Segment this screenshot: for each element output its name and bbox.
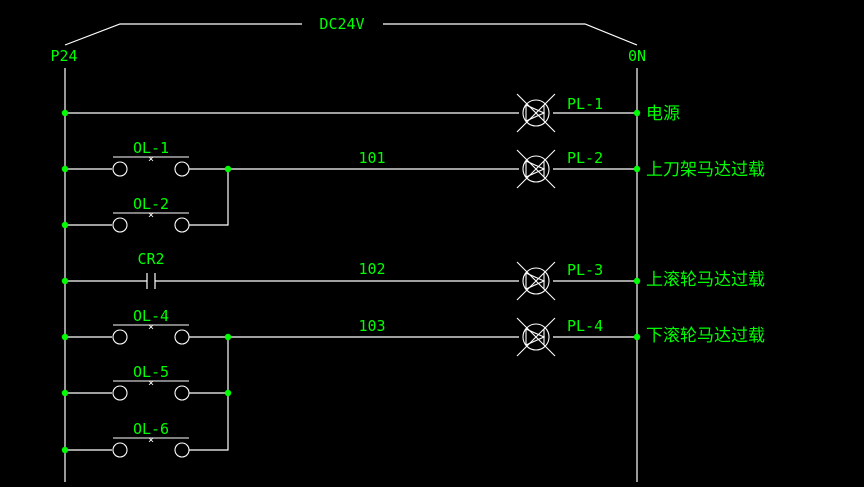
- contact-mark: ×: [148, 210, 154, 221]
- rung-description: 上滚轮马达过载: [646, 270, 765, 290]
- rung-description: 下滚轮马达过载: [646, 326, 765, 346]
- contact-label: OL-2: [133, 195, 169, 213]
- wire-number: 103: [358, 317, 385, 335]
- wire-number: 101: [358, 149, 385, 167]
- contact-label: OL-4: [133, 307, 169, 325]
- contact-label: OL-1: [133, 139, 169, 157]
- contact-ol-5: × OL-5: [112, 363, 190, 401]
- right-rail-label: 0N: [628, 47, 646, 65]
- rung-description: 电源: [646, 104, 680, 124]
- contact-label: OL-6: [133, 420, 169, 438]
- pilot-lamp-icon: [516, 317, 556, 357]
- pilot-lamp-icon: [516, 149, 556, 189]
- lamp-label: PL-4: [567, 317, 603, 335]
- rung-4: × OL-4 103 PL-4 下滚轮马达过载 × OL-5 ×: [65, 307, 765, 458]
- contact-cr2: CR2: [137, 250, 165, 289]
- lamp-label: PL-2: [567, 149, 603, 167]
- supply-title: DC24V: [319, 15, 364, 33]
- rung-1: PL-1 电源: [65, 93, 680, 133]
- contact-label: OL-5: [133, 363, 169, 381]
- junction-nodes: [61, 109, 641, 454]
- rung-description: 上刀架马达过载: [646, 160, 765, 180]
- lamp-label: PL-1: [567, 95, 603, 113]
- contact-label: CR2: [137, 250, 164, 268]
- rung-2: × OL-1 101 PL-2 上刀架马达过载 × OL-2: [65, 139, 765, 233]
- pilot-lamp-icon: [516, 261, 556, 301]
- pilot-lamp-icon: [516, 93, 556, 133]
- contact-ol-1: × OL-1: [112, 139, 190, 177]
- rung-3: CR2 102 PL-3 上滚轮马达过载: [65, 250, 765, 301]
- contact-mark: ×: [148, 154, 154, 165]
- lamp-label: PL-3: [567, 261, 603, 279]
- left-rail-label: P24: [50, 47, 77, 65]
- wire-number: 102: [358, 260, 385, 278]
- contact-mark: ×: [148, 378, 154, 389]
- contact-ol-2: × OL-2: [112, 195, 190, 233]
- supply-bracket: [64, 23, 638, 46]
- contact-mark: ×: [148, 322, 154, 333]
- contact-ol-4: × OL-4: [112, 307, 190, 345]
- contact-ol-6: × OL-6: [112, 420, 190, 458]
- contact-mark: ×: [148, 435, 154, 446]
